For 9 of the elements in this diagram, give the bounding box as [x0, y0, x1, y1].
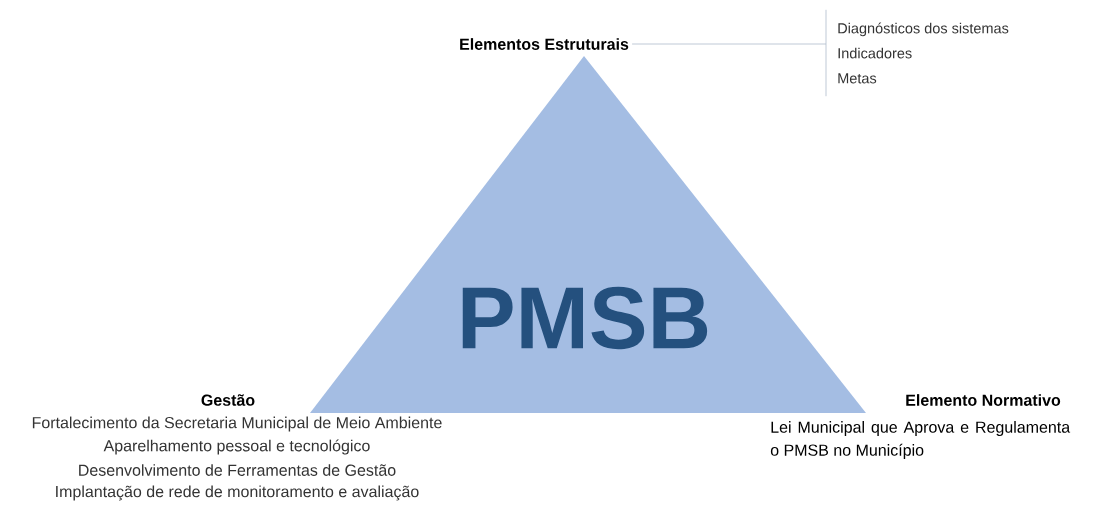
heading: Elementos Estruturais [460, 38, 629, 50]
connector-line [631, 43, 827, 45]
section-heading: Gestão [201, 394, 255, 406]
description: Lei Municipal que Aprova e Regulamenta o PMSB no Município [770, 421, 1071, 459]
list-item: Implantação de rede de monitoramento e avaliação [56, 485, 419, 501]
list-item: Aparelhamento pessoal e tecnológico [103, 439, 370, 455]
section-heading: Elemento Normativo [906, 394, 1061, 406]
list-item: Desenvolvimento de Ferramentas de Gestão [79, 464, 396, 476]
list-item: Fortalecimento da Secretaria Municipal de Meio Ambiente [32, 416, 442, 432]
